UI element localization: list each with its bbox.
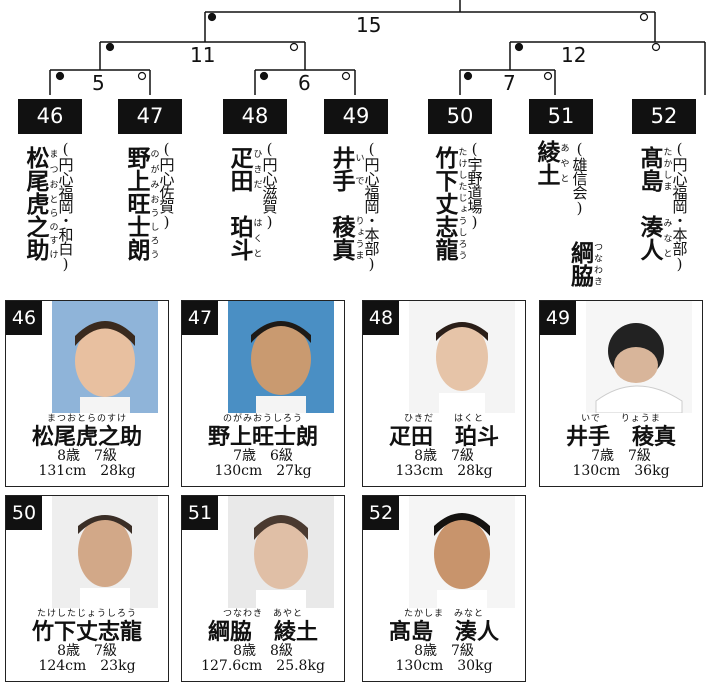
card-name: 松尾虎之助	[31, 424, 142, 450]
competitor-name: 疋田ひきだ 珀斗はくと	[226, 146, 262, 261]
card-name: 疋田 珀斗	[388, 424, 499, 450]
aka-marker	[207, 12, 217, 22]
competitor-number-51: 51	[529, 99, 593, 134]
competitor-name: 竹下たけした丈志龍じょうしろう	[431, 146, 467, 261]
profile-card-52: 52 たかしま みなと 髙島 湊人 8歳 7級 130cm 30kg	[362, 495, 526, 682]
competitor-photo	[52, 496, 158, 608]
name-ruby: いで りょうま	[581, 414, 661, 424]
competitor-name: 井手いで 稜真りょうま	[328, 146, 364, 261]
age-rank: 8歳 7級	[57, 643, 117, 659]
height-weight: 133cm 28kg	[395, 463, 493, 479]
shiro-marker	[137, 71, 147, 81]
height-weight: 131cm 28kg	[38, 463, 136, 479]
card-number: 49	[540, 301, 576, 335]
shiro-marker	[289, 42, 299, 52]
competitor-photo	[409, 301, 515, 413]
card-number: 46	[6, 301, 42, 335]
bout-label-semi-left: 11	[190, 43, 215, 67]
age-rank: 7歳 7級	[591, 448, 651, 464]
competitor-entry-46: (円心福岡・和白) 松尾まつお虎之助とらのすけ	[22, 140, 77, 290]
card-number: 47	[182, 301, 218, 335]
aka-marker	[259, 71, 269, 81]
height-weight: 130cm 30kg	[395, 658, 493, 674]
competitor-entry-48: (円心滋賀) 疋田ひきだ 珀斗はくと	[226, 140, 281, 290]
competitor-entry-50: (宇野道場) 竹下たけした丈志龍じょうしろう	[431, 140, 486, 290]
name-ruby: ひきだ はくと	[403, 414, 484, 424]
profile-card-48: 48 ひきだ はくと 疋田 珀斗 8歳 7級 133cm 28kg	[362, 300, 526, 487]
card-number: 48	[363, 301, 399, 335]
bout-label-5: 5	[92, 71, 105, 95]
competitor-photo	[228, 496, 334, 608]
dojo-label: (宇野道場)	[465, 140, 484, 230]
aka-marker	[105, 42, 115, 52]
height-weight: 127.6cm 25.8kg	[201, 658, 325, 674]
card-name: 野上旺士朗	[207, 424, 318, 450]
age-rank: 7歳 6級	[233, 448, 293, 464]
competitor-number-50: 50	[428, 99, 492, 134]
age-rank: 8歳 7級	[414, 448, 474, 464]
aka-marker	[514, 42, 524, 52]
competitor-name: 野上のがみ旺士朗おうしろう	[123, 146, 159, 261]
dojo-label: (雄信会)	[570, 140, 589, 216]
age-rank: 8歳 8級	[233, 643, 293, 659]
competitor-number-46: 46	[18, 99, 82, 134]
height-weight: 124cm 23kg	[38, 658, 136, 674]
name-ruby: つなわき あやと	[222, 609, 303, 619]
dojo-label: (円心滋賀)	[260, 140, 279, 230]
competitor-name: 髙島たかしま 湊人みなと	[636, 146, 672, 261]
shiro-marker	[543, 71, 553, 81]
card-name: 髙島 湊人	[388, 619, 499, 645]
bout-label-final: 15	[356, 13, 381, 37]
age-rank: 8歳 7級	[414, 643, 474, 659]
competitor-entry-49: (円心福岡・本部) 井手いで 稜真りょうま	[328, 140, 383, 290]
dojo-label: (円心福岡・本部)	[362, 140, 381, 272]
name-ruby: のがみおうしろう	[222, 414, 303, 424]
competitor-entry-51: (雄信会) 綱脇つなわき 綾土あやと	[533, 140, 602, 290]
name-ruby: たけしたじょうしろう	[36, 609, 137, 619]
card-number: 50	[6, 496, 42, 530]
name-ruby: まつおとらのすけ	[46, 414, 127, 424]
competitor-name: 松尾まつお虎之助とらのすけ	[22, 146, 58, 261]
shiro-marker	[639, 12, 649, 22]
tournament-bracket: 15 11 12 5 6 7	[49, 0, 706, 95]
card-number: 51	[182, 496, 218, 530]
dojo-label: (円心福岡・本部)	[670, 140, 689, 272]
card-number: 52	[363, 496, 399, 530]
shiro-marker	[651, 42, 661, 52]
bout-label-semi-right: 12	[561, 43, 586, 67]
competitor-number-52: 52	[632, 99, 696, 134]
bout-label-7: 7	[503, 71, 516, 95]
name-ruby: たかしま みなと	[403, 609, 484, 619]
card-name: 綱脇 綾土	[207, 619, 318, 645]
competitor-entry-47: (円心佐賀) 野上のがみ旺士朗おうしろう	[123, 140, 178, 290]
competitor-name: 綱脇つなわき 綾土あやと	[533, 140, 602, 287]
height-weight: 130cm 36kg	[572, 463, 670, 479]
dojo-label: (円心福岡・和白)	[56, 140, 75, 272]
competitor-number-49: 49	[324, 99, 388, 134]
aka-marker	[463, 71, 473, 81]
bout-label-6: 6	[298, 71, 311, 95]
profile-card-47: 47 のがみおうしろう 野上旺士朗 7歳 6級 130cm 27kg	[181, 300, 345, 487]
dojo-label: (円心佐賀)	[157, 140, 176, 230]
card-name: 竹下丈志龍	[31, 619, 142, 645]
competitor-photo	[52, 301, 158, 413]
age-rank: 8歳 7級	[57, 448, 117, 464]
profile-card-50: 50 たけしたじょうしろう 竹下丈志龍 8歳 7級 124cm 23kg	[5, 495, 169, 682]
height-weight: 130cm 27kg	[214, 463, 312, 479]
profile-card-49: 49 いで りょうま 井手 稜真 7歳 7級 130cm 36kg	[539, 300, 703, 487]
competitor-photo	[409, 496, 515, 608]
aka-marker	[55, 71, 65, 81]
competitor-number-47: 47	[118, 99, 182, 134]
profile-card-51: 51 つなわき あやと 綱脇 綾土 8歳 8級 127.6cm 25.8kg	[181, 495, 345, 682]
competitor-photo	[586, 301, 692, 413]
profile-card-46: 46 まつおとらのすけ 松尾虎之助 8歳 7級 131cm 28kg	[5, 300, 169, 487]
card-name: 井手 稜真	[565, 424, 676, 450]
competitor-entry-52: (円心福岡・本部) 髙島たかしま 湊人みなと	[636, 140, 691, 290]
competitor-number-48: 48	[223, 99, 287, 134]
competitor-photo	[228, 301, 334, 413]
shiro-marker	[341, 71, 351, 81]
